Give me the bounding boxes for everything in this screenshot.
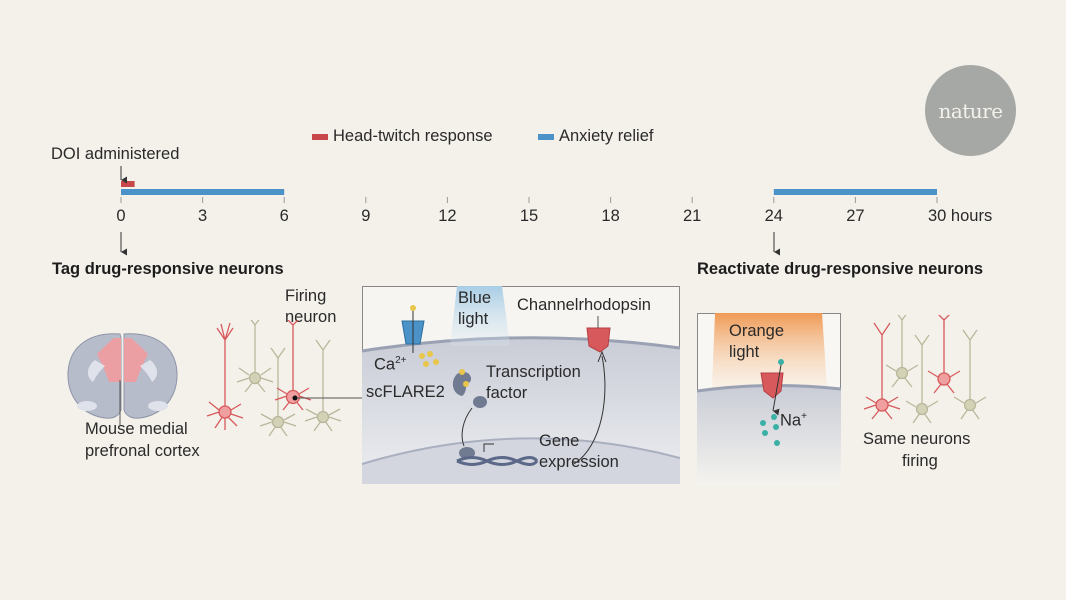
dna-icon [456, 456, 539, 466]
sodium-ion [778, 359, 784, 365]
neuron-cluster-right [863, 315, 987, 424]
legend-label: Anxiety relief [559, 127, 654, 145]
x-tick-label: 30 hours [928, 207, 993, 225]
x-tick-label: 3 [198, 207, 208, 225]
brain-label-line1: Mouse medial [85, 420, 188, 438]
orange-light-beam [712, 313, 827, 388]
nature-logo: nature [925, 65, 1016, 156]
channelrhodopsin-icon [586, 316, 611, 353]
firing-neuron [274, 320, 312, 411]
neuron-cluster-left [206, 320, 365, 437]
firing-label-line1: Firing [285, 287, 327, 305]
reactivate-title: Reactivate drug-responsive neurons [697, 260, 984, 278]
neuron-grey [953, 329, 987, 420]
neuron-grey [905, 334, 939, 424]
neuron-red [927, 315, 961, 394]
neuron-grey [304, 339, 342, 432]
x-tick-label: 15 [519, 207, 539, 225]
same-neurons-line1: Same neurons [863, 430, 971, 448]
x-tick-label: 24 [764, 207, 783, 225]
head-twitch-bar [121, 181, 135, 187]
x-tick-label: 27 [846, 207, 865, 225]
cell-panel [362, 286, 680, 484]
orange-light-panel [697, 313, 841, 485]
neuron-grey [259, 347, 297, 437]
transcription-factor-icon [473, 396, 487, 408]
x-tick-label: 0 [116, 207, 126, 225]
doi-label: DOI administered [51, 145, 180, 163]
mouse-brain-illustration [67, 333, 178, 425]
legend-swatch-blue [538, 133, 554, 140]
calcium-channel-icon [401, 310, 425, 353]
firing-label-line2: neuron [285, 308, 337, 326]
blue-light-line1: Blue [458, 289, 492, 307]
x-tick-label: 6 [279, 207, 289, 225]
x-tick-label: 18 [601, 207, 620, 225]
x-tick-label: 21 [683, 207, 702, 225]
sodium-label: Na+ [780, 411, 807, 430]
legend-anxiety: Anxiety relief [538, 127, 653, 146]
same-neurons-line2: firing [902, 452, 938, 470]
legend-label: Head-twitch response [333, 127, 493, 145]
neuron-grey [885, 315, 919, 388]
blue-light-line2: light [458, 310, 489, 328]
neuron-red [206, 322, 244, 430]
tf-label-line2: factor [486, 384, 528, 402]
scflare2-icon [452, 369, 472, 396]
legend-swatch-red [312, 133, 328, 140]
calcium-ion [410, 305, 416, 311]
channelrhodopsin-label: Channelrhodopsin [517, 296, 651, 314]
orange-light-line1: Orange [729, 322, 785, 340]
logo-text: nature [938, 98, 1003, 123]
tf-label-line1: Transcription [486, 363, 581, 381]
legend-head-twitch: Head-twitch response [312, 127, 493, 146]
tag-title: Tag drug-responsive neurons [52, 260, 284, 278]
blue-light-beam [450, 286, 510, 346]
neuron-red [863, 322, 901, 420]
orange-light-line2: light [729, 343, 760, 361]
x-tick-label: 9 [361, 207, 371, 225]
brain-label-line2: prefronal cortex [85, 442, 200, 460]
x-tick-label: 12 [438, 207, 457, 225]
gene-label-line2: expression [539, 453, 619, 471]
scflare2-label: scFLARE2 [366, 383, 445, 401]
calcium-label: Ca2+ [374, 355, 407, 374]
gene-label-line1: Gene [539, 432, 580, 450]
neuron-grey [236, 320, 274, 393]
anxiety-relief-bar [773, 189, 937, 195]
anxiety-relief-bar [121, 189, 285, 195]
